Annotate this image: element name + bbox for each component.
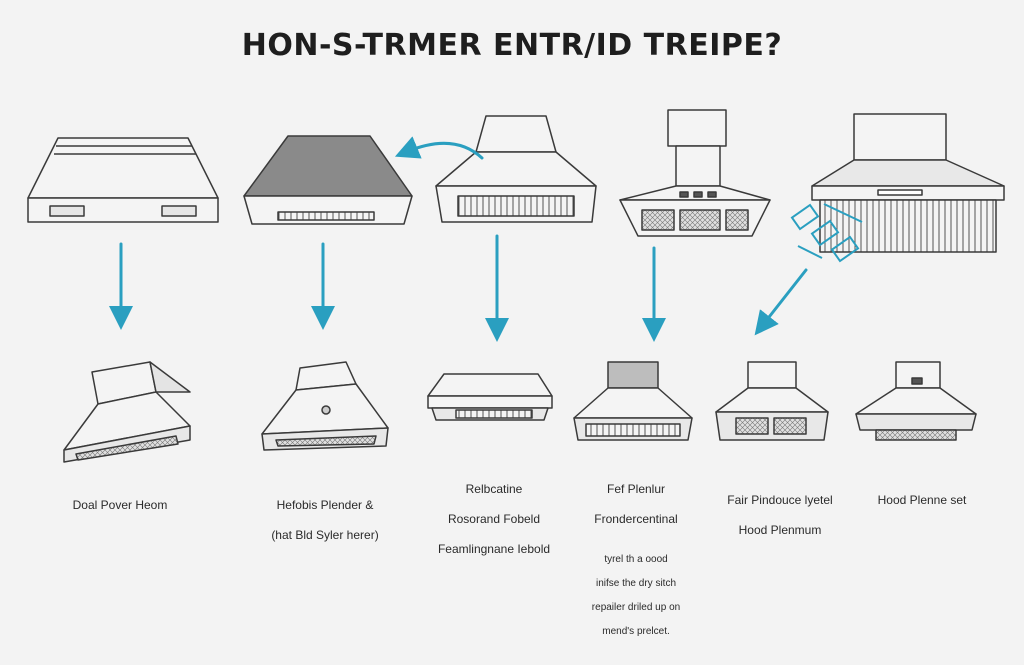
- caption-1: Doal Pover Heom: [40, 483, 200, 528]
- caption-3-line-2: Rosorand Fobeld: [447, 512, 541, 526]
- caption-3-line-3: Feamlingnane Iebold: [437, 542, 551, 556]
- arrow-diagonal-5: [754, 268, 808, 336]
- caption-5-line-2: Hood Plenmum: [738, 523, 822, 537]
- caption-4-detail: tyrel th a oood inifse the dry sitch rep…: [566, 542, 706, 650]
- bottom-hood-6: [855, 361, 977, 441]
- caption-5-line-1: Fair Pindouce lyetel: [727, 493, 833, 507]
- top-hood-3: [435, 115, 597, 223]
- caption-4-line-2: Frondercentinal: [594, 512, 678, 526]
- top-hood-4: [619, 109, 771, 237]
- bottom-hood-4: [573, 361, 693, 441]
- bottom-hood-2: [261, 361, 389, 451]
- caption-4: Fef Plenlur Frondercentinal tyrel th a o…: [566, 467, 706, 665]
- diagram-canvas: HON-S-TRMER ENTR/ID TREIPE?: [27, 28, 1005, 637]
- caption-1-line-1: Doal Pover Heom: [72, 498, 168, 512]
- caption-4-subline-3: repailer driled up on: [591, 602, 681, 613]
- caption-3: Relbcatine Rosorand Fobeld Feamlingnane …: [414, 467, 574, 572]
- caption-2: Hefobis Plender & (hat Bld Syler herer): [240, 483, 410, 558]
- diagram-title: HON-S-TRMER ENTR/ID TREIPE?: [241, 28, 783, 63]
- flow-arrows: [109, 136, 808, 342]
- caption-4-subline-4: mend's prelcet.: [602, 626, 670, 637]
- bottom-hood-1: [63, 361, 191, 463]
- top-hood-1: [27, 137, 219, 223]
- diagram-drawing: [27, 109, 1005, 463]
- top-hood-5: [811, 113, 1005, 253]
- caption-6-line-1: Hood Plenne set: [877, 493, 967, 507]
- caption-5: Fair Pindouce lyetel Hood Plenmum: [700, 478, 860, 553]
- caption-3-line-1: Relbcatine: [465, 482, 523, 496]
- caption-4-line-1: Fef Plenlur: [606, 482, 666, 496]
- top-hood-2: [243, 135, 413, 225]
- exploded-detail-icon: [790, 203, 863, 263]
- caption-6: Hood Plenne set: [852, 478, 992, 523]
- caption-2-line-1: Hefobis Plender &: [276, 498, 374, 512]
- caption-4-subline-2: inifse the dry sitch: [595, 578, 677, 589]
- bottom-hood-3: [427, 373, 553, 421]
- caption-4-subline-1: tyrel th a oood: [604, 554, 668, 565]
- bottom-hood-5: [715, 361, 829, 441]
- arrow-curved-back: [394, 136, 484, 160]
- caption-2-line-2: (hat Bld Syler herer): [271, 528, 379, 542]
